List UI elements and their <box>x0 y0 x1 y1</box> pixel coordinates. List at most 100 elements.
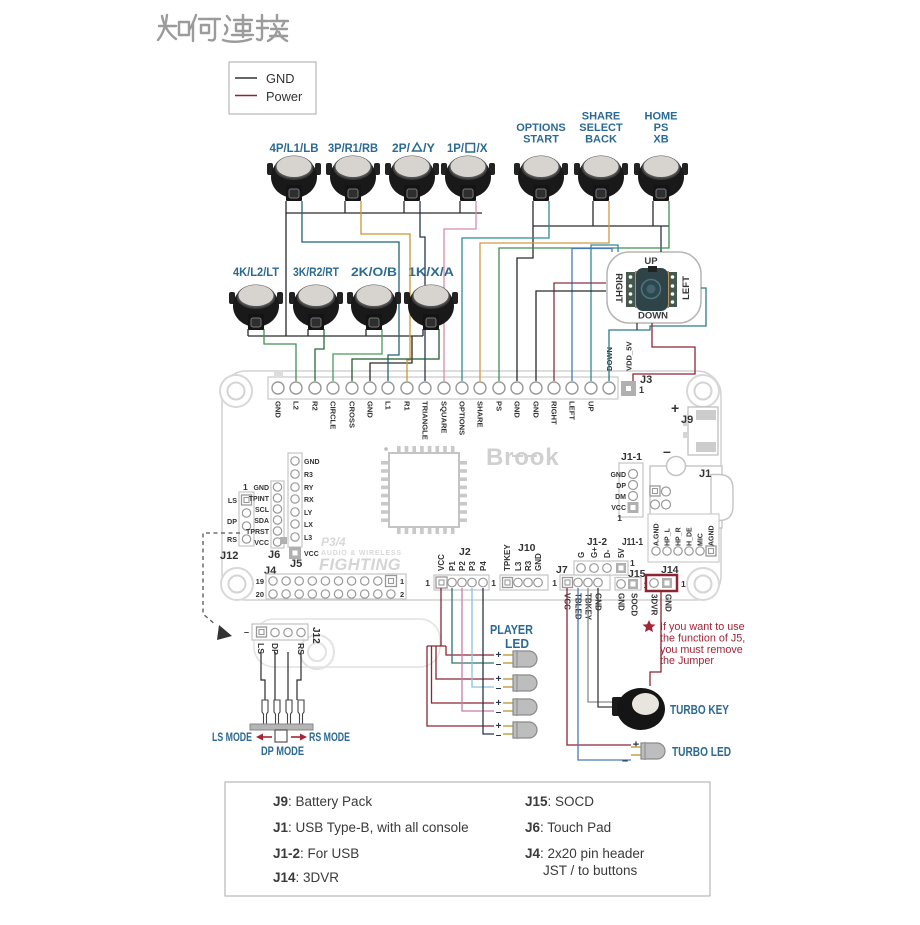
svg-text:HP_L: HP_L <box>665 527 672 546</box>
svg-text:TURBO LED: TURBO LED <box>672 745 731 759</box>
svg-text:LY: LY <box>304 510 313 517</box>
svg-text:P4: P4 <box>479 561 488 571</box>
svg-text:J6: Touch Pad: J6: Touch Pad <box>525 820 611 835</box>
svg-text:VCC: VCC <box>437 554 446 571</box>
svg-text:3P/R1/RB: 3P/R1/RB <box>328 141 378 155</box>
svg-text:D-: D- <box>603 549 612 558</box>
svg-text:you must remove: you must remove <box>660 644 743 656</box>
svg-text:1: 1 <box>630 558 635 568</box>
svg-text:LX: LX <box>304 522 313 529</box>
svg-text:RIGHT: RIGHT <box>550 401 559 425</box>
svg-text:4P/L1/LB: 4P/L1/LB <box>270 141 319 155</box>
svg-text:J11-1: J11-1 <box>622 536 643 548</box>
svg-text:LS MODE: LS MODE <box>212 732 252 744</box>
svg-text:J4: 2x20 pin header: J4: 2x20 pin header <box>525 846 645 861</box>
svg-text:1: 1 <box>617 513 622 523</box>
svg-text:TURBO KEY: TURBO KEY <box>670 703 730 717</box>
svg-text:J12: J12 <box>310 627 321 644</box>
svg-text:SOCD: SOCD <box>630 593 639 616</box>
svg-text:OPTIONS: OPTIONS <box>516 122 566 134</box>
svg-text:J6: J6 <box>268 549 280 561</box>
svg-text:J10: J10 <box>518 542 536 554</box>
svg-text:+: + <box>496 674 502 685</box>
svg-text:JST / to buttons: JST / to buttons <box>543 863 638 878</box>
svg-text:TPRST: TPRST <box>246 529 270 536</box>
svg-text:1: 1 <box>681 579 686 589</box>
svg-text:J15: SOCD: J15: SOCD <box>525 794 594 809</box>
svg-text:GND: GND <box>266 71 294 86</box>
svg-text:1P/: 1P/ <box>447 141 465 155</box>
svg-text:J14: J14 <box>661 564 679 576</box>
svg-text:AGND: AGND <box>709 525 716 546</box>
svg-text:the Jumper: the Jumper <box>660 655 714 667</box>
svg-text:J1-1: J1-1 <box>621 451 642 463</box>
svg-text:GND: GND <box>253 485 269 492</box>
svg-text:–: – <box>663 443 671 459</box>
svg-text:TPINT: TPINT <box>249 496 270 503</box>
svg-text:J7: J7 <box>556 564 568 576</box>
svg-text:J12: J12 <box>220 550 238 562</box>
svg-text:P2: P2 <box>458 561 467 571</box>
svg-text:DP: DP <box>270 643 280 655</box>
svg-text:R3: R3 <box>304 472 313 479</box>
svg-text:2: 2 <box>400 590 404 599</box>
svg-text:5V: 5V <box>617 548 626 558</box>
svg-text:+: + <box>496 650 502 661</box>
svg-text:DP: DP <box>227 517 237 526</box>
svg-text:20: 20 <box>256 590 264 599</box>
svg-text:LEFT: LEFT <box>568 401 577 420</box>
svg-text:2K/O/B: 2K/O/B <box>351 265 397 279</box>
svg-text:J14: 3DVR: J14: 3DVR <box>273 870 339 885</box>
svg-text:/X: /X <box>477 141 488 155</box>
svg-text:VCC: VCC <box>254 540 269 547</box>
svg-text:3K/R2/RT: 3K/R2/RT <box>293 265 340 279</box>
svg-text:–: – <box>622 755 628 767</box>
svg-text:RS: RS <box>296 643 306 655</box>
svg-text:DM: DM <box>615 494 626 501</box>
svg-text:J1-2: For USB: J1-2: For USB <box>273 846 359 861</box>
svg-text:CROSS: CROSS <box>348 401 357 428</box>
svg-text:DP: DP <box>616 483 626 490</box>
svg-text:VCC: VCC <box>611 505 626 512</box>
svg-text:+: + <box>496 721 502 732</box>
svg-text:GND: GND <box>274 401 283 418</box>
svg-text:4K/L2/LT: 4K/L2/LT <box>233 265 280 279</box>
svg-text:DP MODE: DP MODE <box>261 746 304 758</box>
svg-text:P3/4: P3/4 <box>321 535 346 549</box>
svg-text:J3: J3 <box>640 374 652 386</box>
svg-text:GND: GND <box>366 401 375 418</box>
svg-text:TPKEY: TPKEY <box>503 544 512 571</box>
svg-text:SELECT: SELECT <box>579 122 623 134</box>
svg-text:L2: L2 <box>292 401 301 410</box>
svg-text:R3: R3 <box>524 560 533 571</box>
svg-text:1: 1 <box>243 482 248 492</box>
svg-text:TRIANGLE: TRIANGLE <box>421 401 430 440</box>
svg-text:BACK: BACK <box>585 134 617 146</box>
svg-text:GND: GND <box>534 553 543 571</box>
svg-text:LED: LED <box>505 637 529 651</box>
svg-text:CIRCLE: CIRCLE <box>329 401 338 429</box>
svg-text:+: + <box>633 739 639 751</box>
svg-text:PS: PS <box>654 122 669 134</box>
svg-text:P3: P3 <box>468 561 477 571</box>
svg-text:J9: J9 <box>681 414 693 426</box>
svg-text:GND: GND <box>513 401 522 418</box>
svg-text:A.GND: A.GND <box>654 523 661 546</box>
svg-text:R1: R1 <box>403 401 412 411</box>
svg-text:OPTIONS: OPTIONS <box>458 401 467 435</box>
svg-text:GND: GND <box>304 459 320 466</box>
svg-text:J1-2: J1-2 <box>587 536 607 548</box>
svg-text:VCC: VCC <box>304 551 319 558</box>
svg-text:GND: GND <box>532 401 541 418</box>
svg-text:If you want to use: If you want to use <box>660 621 745 633</box>
svg-text:+: + <box>671 400 679 416</box>
svg-text:1K/X/A: 1K/X/A <box>408 265 454 279</box>
svg-text:XB: XB <box>653 134 668 146</box>
svg-text:1: 1 <box>639 385 644 395</box>
svg-text:J9: Battery Pack: J9: Battery Pack <box>273 794 372 809</box>
svg-text:1: 1 <box>425 578 430 588</box>
svg-text:SHARE: SHARE <box>476 401 485 428</box>
svg-text:UP: UP <box>644 256 658 267</box>
svg-text:MIC: MIC <box>698 533 705 546</box>
svg-text:LS: LS <box>256 643 266 654</box>
